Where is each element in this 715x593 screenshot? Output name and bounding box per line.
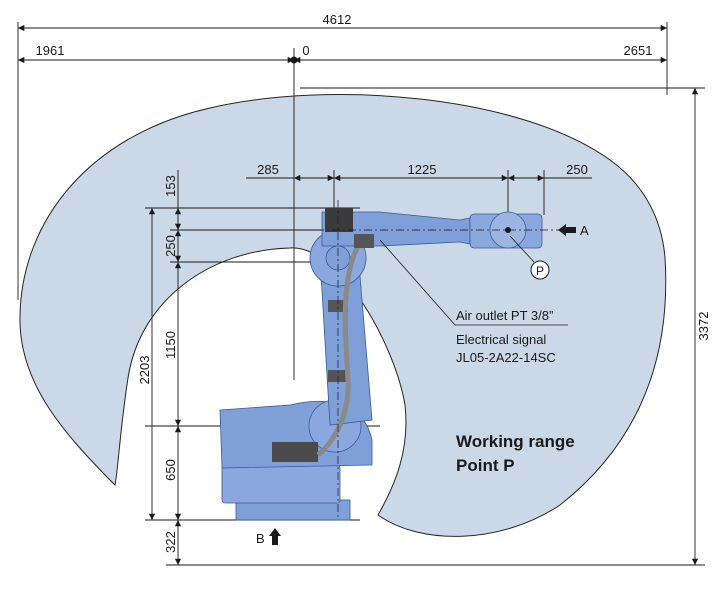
electrical-signal-label: Electrical signal — [456, 332, 546, 347]
working-range-title: Working range — [456, 432, 575, 451]
view-b-label: B — [256, 531, 265, 546]
dim-total-width: 4612 — [323, 12, 352, 27]
dim-v-250: 250 — [163, 235, 178, 257]
right-height-dimension — [166, 87, 705, 566]
connector-label: JL05-2A22-14SC — [456, 350, 556, 365]
dim-right-reach: 2651 — [624, 43, 653, 58]
view-b-arrow — [269, 528, 281, 545]
dim-v-322: 322 — [163, 531, 178, 553]
dim-origin: 0 — [302, 43, 309, 58]
dim-v-153: 153 — [163, 175, 178, 197]
point-p-marker — [509, 235, 550, 280]
working-range-envelope — [19, 94, 667, 537]
motor-box — [272, 442, 318, 462]
cable-harness — [316, 238, 365, 457]
air-outlet-label: Air outlet PT 3/8” — [456, 308, 553, 323]
robot-illustration — [219, 208, 543, 521]
point-p-label-circle: P — [536, 264, 544, 278]
view-a-arrow — [558, 224, 576, 236]
cable-connector — [354, 234, 374, 248]
dim-v-2203: 2203 — [137, 356, 152, 385]
robot-base — [221, 464, 341, 504]
dim-left-reach: 1961 — [36, 43, 65, 58]
dim-arm-1225: 1225 — [408, 162, 437, 177]
upper-arm-motor — [325, 208, 353, 232]
dim-v-1150: 1150 — [163, 331, 178, 359]
origin-point — [290, 56, 298, 64]
view-a-label: A — [580, 223, 589, 238]
callout-leader — [379, 239, 568, 326]
dim-wrist-250: 250 — [566, 162, 588, 177]
dim-v-650: 650 — [163, 459, 178, 481]
top-dimensions — [17, 22, 668, 380]
dim-total-height: 3372 — [696, 312, 711, 341]
axis-lines — [300, 200, 560, 520]
point-p-title: Point P — [456, 456, 515, 475]
dim-offset-285: 285 — [257, 162, 279, 177]
